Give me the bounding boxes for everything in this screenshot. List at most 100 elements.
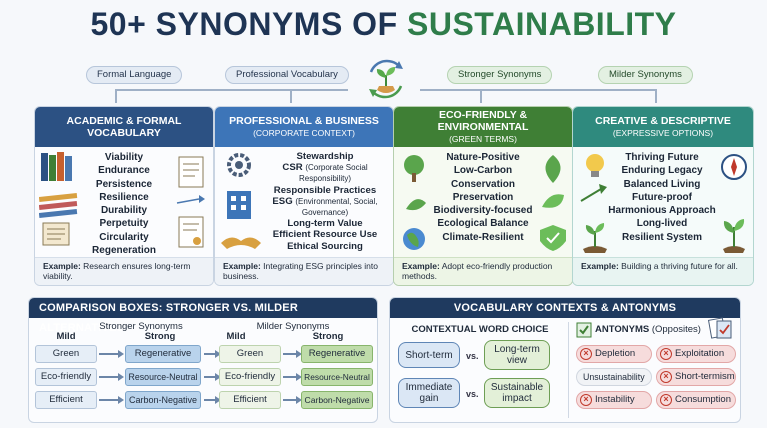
strong-label: Strong bbox=[312, 331, 344, 342]
arrow bbox=[283, 373, 302, 381]
antonym-chip: ×Exploitation bbox=[656, 345, 736, 363]
compass-sprout-icon bbox=[721, 154, 747, 253]
example-label: Example: bbox=[223, 261, 261, 271]
column-creative-body: Thriving Future Enduring Legacy Balanced… bbox=[573, 147, 753, 259]
word: Regeneration bbox=[92, 245, 156, 257]
antonyms-sub: (Opposites) bbox=[651, 324, 701, 335]
column-professional-subtitle: (CORPORATE CONTEXT) bbox=[253, 128, 355, 138]
strong-term: Regenerative bbox=[301, 345, 373, 363]
word: Harmonious Approach bbox=[608, 205, 716, 217]
column-creative-words: Thriving Future Enduring Legacy Balanced… bbox=[607, 151, 717, 244]
antonym-text: Short-termism bbox=[675, 371, 735, 382]
word: Circularity bbox=[99, 231, 149, 243]
connector-line bbox=[655, 89, 657, 103]
example-label: Example: bbox=[581, 261, 619, 271]
column-academic-words: Viability Endurance Persistence Resilien… bbox=[75, 151, 173, 257]
group-label-milder: Milder Synonyms bbox=[256, 321, 330, 332]
column-creative-header: CREATIVE & DESCRIPTIVE (EXPRESSIVE OPTIO… bbox=[573, 107, 753, 147]
leaf-shield-icon bbox=[540, 155, 566, 251]
word: Resilient System bbox=[621, 231, 703, 243]
connector-line bbox=[290, 89, 292, 103]
column-creative-example: Example: Building a thriving future for … bbox=[573, 257, 753, 285]
word: Enduring Legacy bbox=[621, 165, 703, 177]
word: Viability bbox=[104, 152, 144, 163]
column-creative: CREATIVE & DESCRIPTIVE (EXPRESSIVE OPTIO… bbox=[572, 106, 754, 286]
antonym-text: Depletion bbox=[595, 348, 636, 359]
word: Long-term Value bbox=[287, 218, 363, 230]
antonym-text: Instability bbox=[595, 394, 635, 405]
x-circle-icon: × bbox=[660, 394, 672, 406]
column-academic-title: ACADEMIC & FORMAL VOCABULARY bbox=[66, 115, 182, 139]
arrow bbox=[99, 396, 124, 404]
mild-term: Efficient bbox=[219, 391, 281, 409]
mild-term: Efficient bbox=[35, 391, 97, 409]
word: Long-lived bbox=[636, 218, 688, 230]
word: Low-Carbon bbox=[453, 165, 513, 177]
column-professional-body: Stewardship CSR (Corporate Social Respon… bbox=[215, 147, 393, 259]
mild-term: Eco-friendly bbox=[219, 368, 281, 386]
title-main: 50+ SYNONYMS OF bbox=[90, 6, 398, 42]
mild-label: Mild bbox=[226, 331, 246, 342]
column-professional-words: Stewardship CSR (Corporate Social Respon… bbox=[261, 151, 389, 252]
comparison-panel-title: COMPARISON BOXES: STRONGER VS. MILDER AL… bbox=[29, 298, 377, 334]
chip-professional-vocabulary: Professional Vocabulary bbox=[225, 66, 349, 84]
word: Conservation bbox=[451, 178, 515, 190]
word: Biodiversity-focused bbox=[433, 205, 533, 217]
word: Stewardship bbox=[296, 151, 354, 162]
word: Preservation bbox=[452, 191, 514, 203]
arrow bbox=[204, 396, 221, 404]
arrow bbox=[283, 396, 302, 404]
strong-term: Carbon-Negative bbox=[301, 391, 373, 409]
contexts-panel-title: VOCABULARY CONTEXTS & ANTONYMS bbox=[390, 298, 740, 318]
sprout-cycle-icon bbox=[369, 59, 403, 99]
context-left-bubble: Short-term bbox=[398, 342, 460, 368]
mild-term: Eco-friendly bbox=[35, 368, 97, 386]
word: Resilience bbox=[99, 191, 149, 203]
word: Future-proof bbox=[632, 191, 692, 203]
column-professional-header: PROFESSIONAL & BUSINESS (CORPORATE CONTE… bbox=[215, 107, 393, 147]
mild-term: Green bbox=[219, 345, 281, 363]
example-text: Integrating ESG principles into business… bbox=[223, 261, 378, 281]
column-creative-title: CREATIVE & DESCRIPTIVE bbox=[595, 115, 731, 127]
word: Thriving Future bbox=[625, 152, 699, 163]
word-esg: ESG bbox=[272, 195, 293, 207]
arrow bbox=[283, 350, 302, 358]
strong-label: Strong bbox=[144, 331, 176, 342]
word: Persistence bbox=[95, 178, 153, 190]
chip-formal-language: Formal Language bbox=[86, 66, 183, 84]
vs-label: vs. bbox=[466, 389, 479, 399]
mild-term: Green bbox=[35, 345, 97, 363]
word: Endurance bbox=[98, 165, 150, 177]
comparison-panel: COMPARISON BOXES: STRONGER VS. MILDER AL… bbox=[28, 297, 378, 423]
antonym-text: Exploitation bbox=[675, 348, 725, 359]
column-professional-title: PROFESSIONAL & BUSINESS bbox=[229, 115, 379, 127]
antonym-chip: ×Instability bbox=[576, 391, 652, 409]
context-right-bubble: Sustainable impact bbox=[484, 378, 550, 408]
antonym-chip: ×Short-termism bbox=[656, 368, 736, 386]
antonym-chip: ×Consumption bbox=[656, 391, 736, 409]
antonyms-title: ANTONYMS (Opposites) bbox=[595, 324, 701, 335]
x-circle-icon: × bbox=[580, 348, 592, 360]
divider bbox=[568, 322, 569, 418]
column-eco-title: ECO-FRIENDLY & ENVIRONMENTAL bbox=[437, 109, 529, 133]
chip-milder-synonyms: Milder Synonyms bbox=[598, 66, 693, 84]
word-note: (Corporate Social Responsibility) bbox=[298, 163, 368, 184]
word-csr: CSR bbox=[282, 162, 303, 174]
word: Efficient Resource Use bbox=[272, 229, 378, 241]
column-professional-example: Example: Integrating ESG principles into… bbox=[215, 257, 393, 285]
example-label: Example: bbox=[402, 261, 440, 271]
antonyms-label: ANTONYMS bbox=[595, 324, 650, 335]
strong-term: Resource-Neutral bbox=[125, 368, 201, 386]
column-academic-header: ACADEMIC & FORMAL VOCABULARY bbox=[35, 107, 213, 147]
column-eco-header: ECO-FRIENDLY & ENVIRONMENTAL (GREEN TERM… bbox=[394, 107, 572, 147]
x-circle-icon: × bbox=[580, 394, 592, 406]
connector-line bbox=[420, 89, 655, 91]
word: ESG (Environmental, Social, Governance) bbox=[261, 196, 389, 218]
checkbox-icon bbox=[576, 322, 592, 338]
contextual-word-choice-title: CONTEXTUAL WORD CHOICE bbox=[411, 324, 549, 335]
column-academic-body: Viability Endurance Persistence Resilien… bbox=[35, 147, 213, 259]
gear-building-handshake-icon bbox=[221, 153, 261, 249]
column-eco: ECO-FRIENDLY & ENVIRONMENTAL (GREEN TERM… bbox=[393, 106, 573, 286]
word-note: (Environmental, Social, Governance) bbox=[295, 196, 378, 218]
strong-term: Carbon-Negative bbox=[125, 391, 201, 409]
